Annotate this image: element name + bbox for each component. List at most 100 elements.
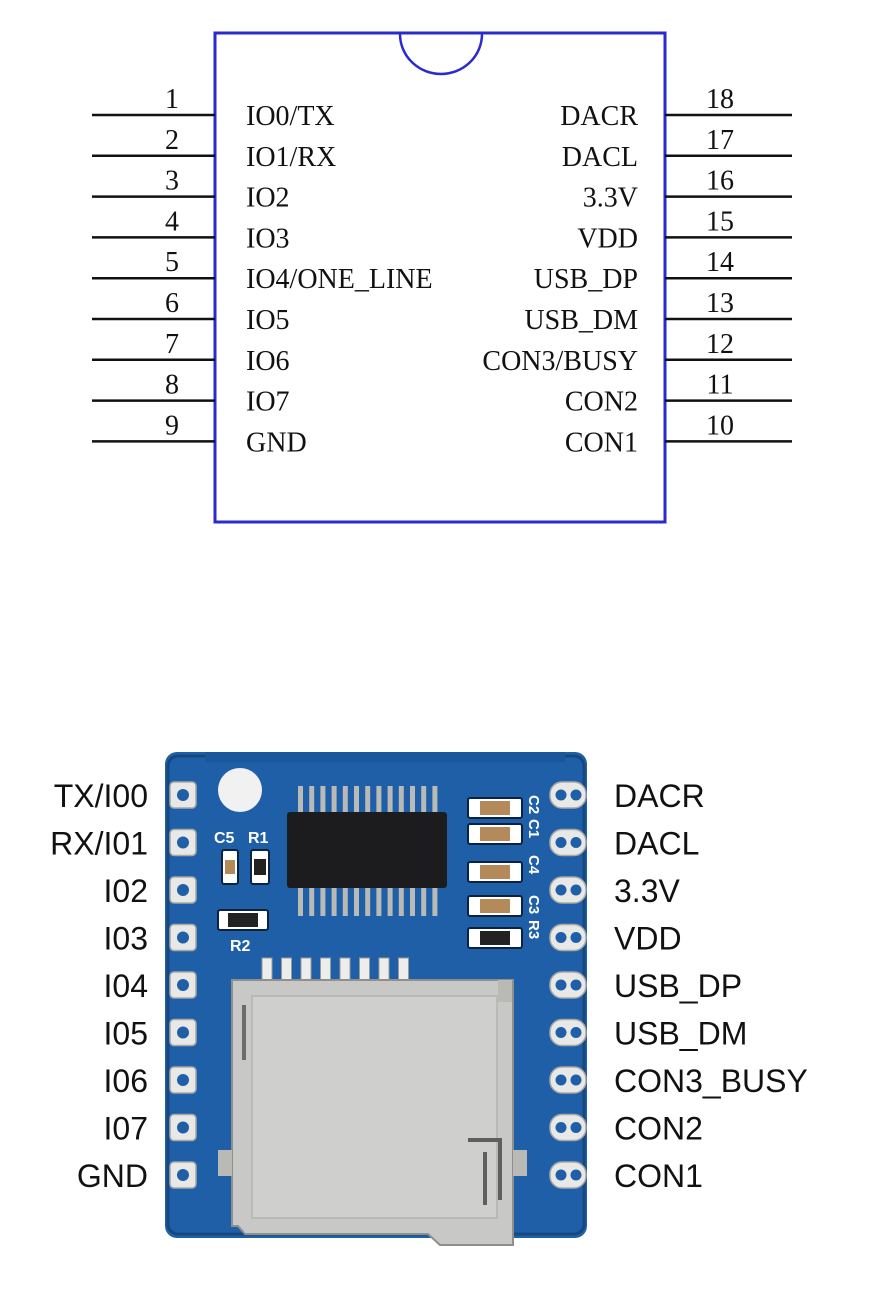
right-pin-label: CON3/BUSY	[482, 346, 638, 377]
sd-tab-left	[218, 1150, 232, 1176]
sd-contact	[320, 957, 331, 983]
ic-pin	[354, 786, 359, 814]
header-pad	[549, 923, 587, 952]
header-hole	[177, 1074, 189, 1086]
right-pin-label: USB_DP	[534, 264, 638, 295]
header-pad	[549, 828, 587, 857]
ic-pins-top	[298, 786, 438, 814]
ic-pin	[298, 786, 303, 814]
board-left-label: TX/I00	[54, 778, 148, 814]
header-hole	[555, 1169, 567, 1181]
right-pin-number: 13	[706, 288, 734, 319]
resistor-r1-body	[254, 859, 266, 875]
header-hole	[177, 789, 189, 801]
sd-contact	[300, 957, 312, 983]
smd-component	[480, 801, 510, 815]
board-left-label: I07	[104, 1111, 148, 1147]
board-right-label: DACL	[614, 826, 699, 862]
header-hole	[570, 932, 582, 943]
sd-tab-top-right	[498, 980, 512, 1002]
ic-pin	[398, 886, 404, 916]
sd-tab-right	[513, 1150, 527, 1176]
left-pin-number: 1	[165, 84, 179, 115]
left-pin-label: IO0/TX	[246, 101, 335, 132]
board-right-label: USB_DP	[614, 968, 742, 1004]
silk-r2: R2	[230, 938, 251, 955]
ic-pin	[354, 886, 359, 916]
ic-pin	[376, 886, 382, 916]
header-pad	[549, 1113, 587, 1142]
ic-pin	[410, 786, 415, 814]
left-pin-label: IO1/RX	[246, 142, 336, 173]
ic-pin	[387, 886, 393, 916]
board-right-label: CON1	[614, 1158, 703, 1194]
right-pins: 18DACR17DACL163.3V15VDD14USB_DP13USB_DM1…	[482, 84, 792, 458]
ic-pin	[309, 886, 315, 916]
header-hole	[570, 1122, 582, 1133]
sd-contact	[281, 957, 292, 983]
ic-pin	[309, 786, 315, 814]
left-pin-label: IO7	[246, 387, 290, 418]
header-hole	[555, 1074, 567, 1086]
header-hole	[555, 979, 567, 991]
left-pins: 1IO0/TX2IO1/RX3IO24IO35IO4/ONE_LINE6IO57…	[92, 84, 433, 458]
header-pad	[549, 1066, 587, 1094]
left-pin-number: 4	[165, 206, 179, 237]
right-pin-number: 17	[706, 125, 734, 156]
header-pad	[549, 1018, 587, 1047]
ic-pin	[365, 786, 371, 814]
ic-pins-bottom	[298, 886, 438, 916]
board-left-label: RX/I01	[50, 826, 148, 862]
board-left-label: I03	[104, 921, 148, 957]
header-hole	[570, 1027, 582, 1038]
left-pin-label: IO2	[246, 183, 290, 214]
sd-contact	[378, 957, 390, 983]
left-pin-number: 5	[165, 247, 179, 278]
ic-pin	[342, 786, 348, 814]
module-board: C5 R1 R2 C2 C1 C4 C3 R3	[165, 752, 587, 1246]
header-hole	[570, 789, 582, 801]
header-hole	[555, 1122, 567, 1133]
sd-contacts	[261, 957, 409, 983]
right-components	[467, 797, 523, 949]
header-hole	[177, 836, 189, 849]
mounting-dot	[218, 768, 262, 812]
ic-pin	[410, 886, 415, 916]
board-left-label: I04	[104, 968, 148, 1004]
header-hole	[177, 1026, 189, 1039]
board-right-label: VDD	[614, 921, 682, 957]
smd-component	[480, 865, 510, 879]
header-pad	[549, 781, 587, 809]
sd-contact	[339, 957, 351, 983]
ic-pin	[365, 886, 371, 916]
header-hole	[570, 884, 582, 896]
board-left-label: I02	[104, 873, 148, 909]
right-pin-number: 14	[706, 247, 734, 278]
smd-component	[480, 931, 510, 945]
ic-pin	[320, 786, 326, 814]
board-right-label: CON3_BUSY	[614, 1063, 808, 1099]
header-hole	[555, 884, 567, 896]
left-pin-number: 6	[165, 288, 179, 319]
right-pin-label: 3.3V	[583, 183, 638, 214]
left-pin-number: 3	[165, 166, 179, 197]
header-hole	[570, 1169, 582, 1181]
resistor-r2-body	[228, 913, 258, 927]
ic-pin	[387, 786, 393, 814]
ic-pin	[432, 886, 438, 916]
ic-pin	[376, 786, 382, 814]
left-pin-label: IO5	[246, 305, 290, 336]
capacitor-c5-body	[225, 860, 235, 874]
right-pin-label: VDD	[577, 223, 638, 254]
main-ic	[287, 786, 447, 916]
header-pad	[549, 1161, 587, 1189]
silk-c4: C4	[525, 855, 542, 875]
ic-pin	[331, 786, 337, 814]
ic-pin	[432, 786, 438, 814]
left-pin-number: 2	[165, 125, 179, 156]
header-hole	[177, 1121, 189, 1134]
board-top-strip	[205, 752, 565, 762]
silk-c1: C1	[525, 819, 542, 838]
